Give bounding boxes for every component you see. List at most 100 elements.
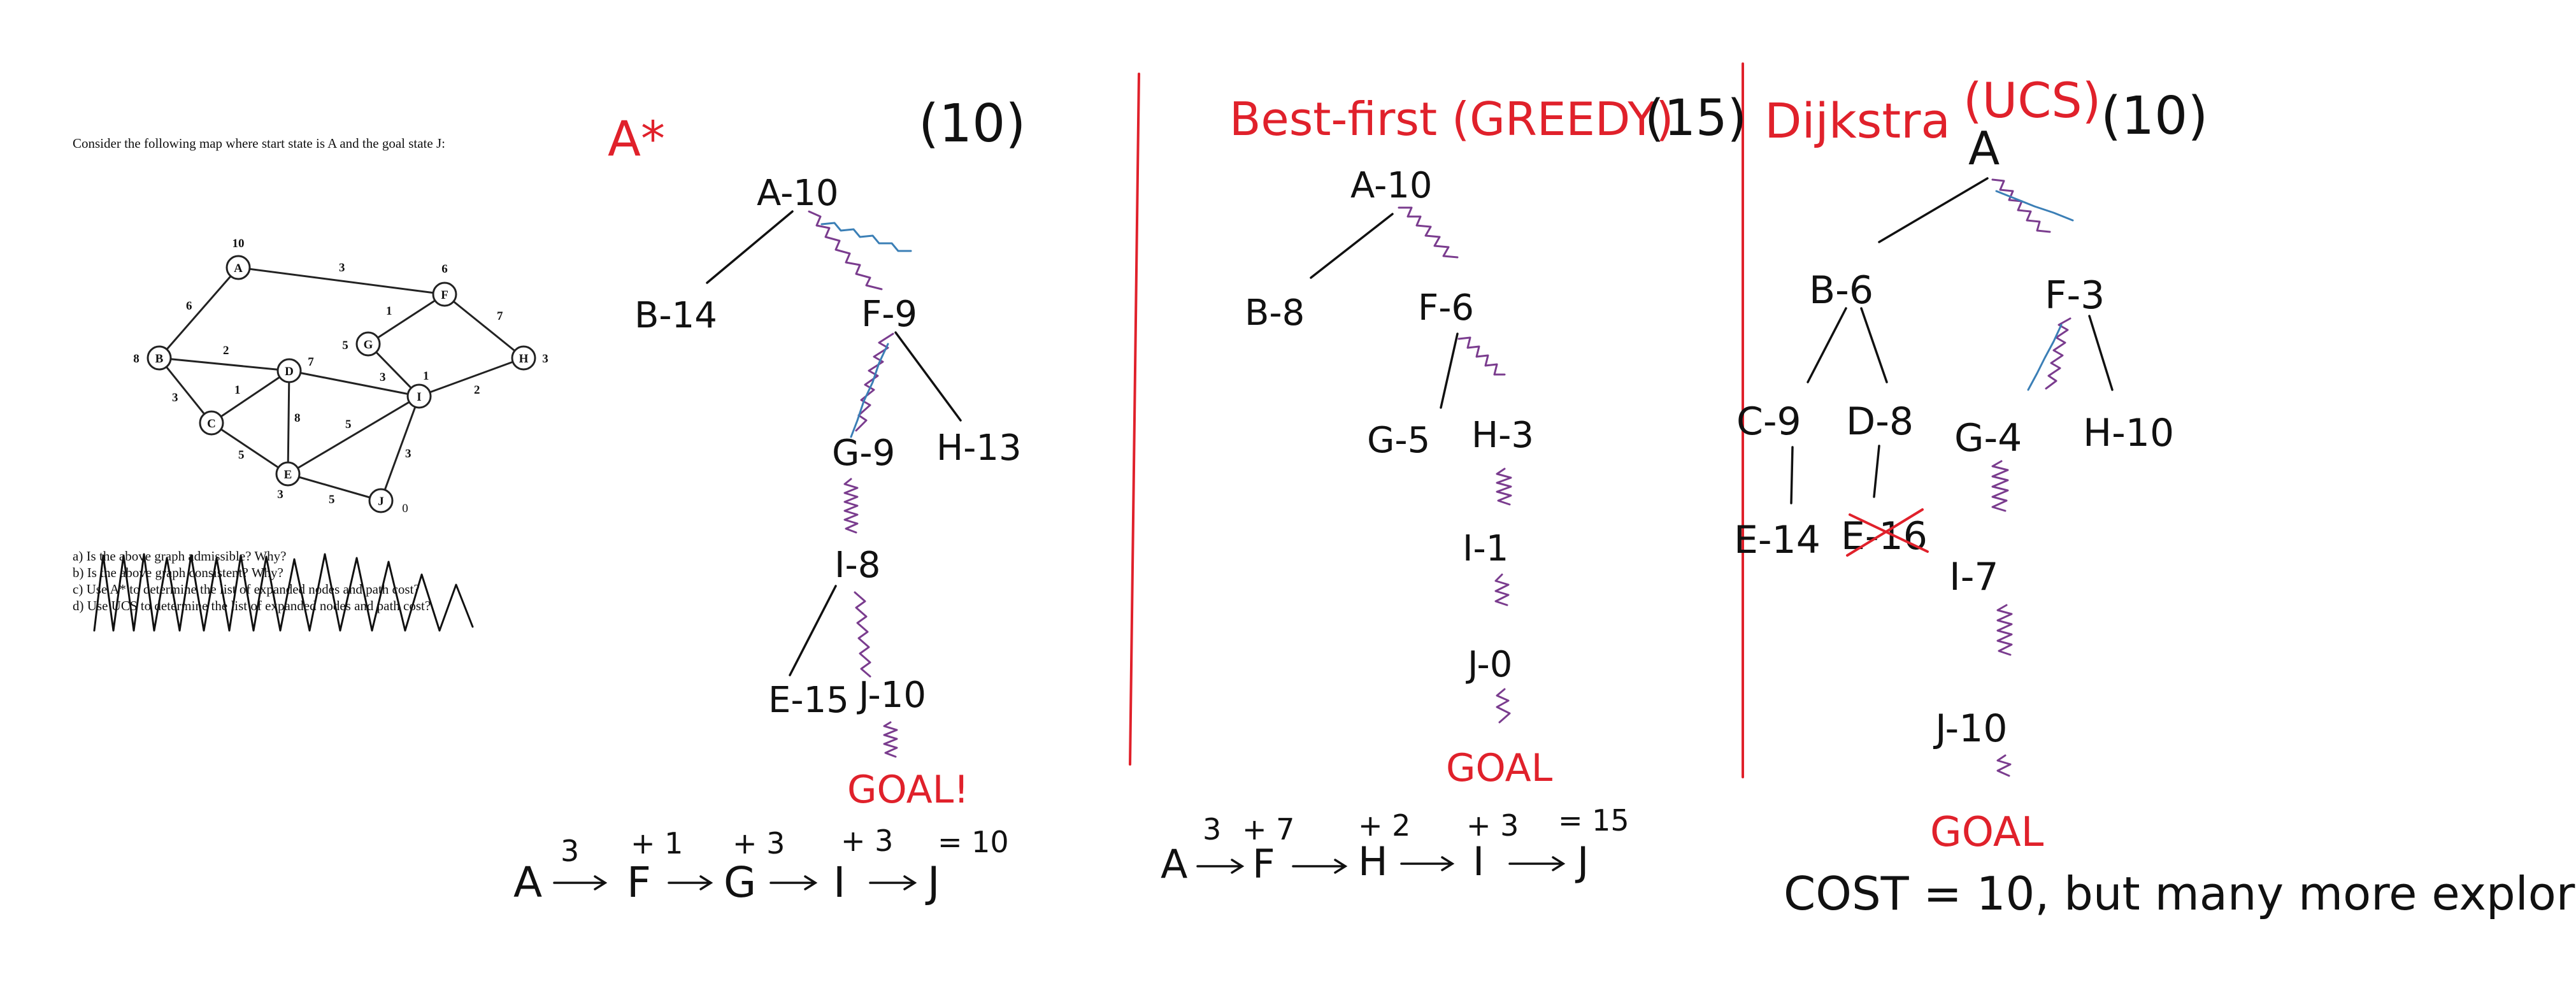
ucs-scribble-j-goal xyxy=(1996,754,2012,777)
astar-node-i: I-8 xyxy=(834,545,880,586)
astar-cost-0: 3 xyxy=(561,834,579,868)
greedy-scribble-a-f xyxy=(1398,206,1459,259)
astar-cost-2: + 3 xyxy=(733,826,785,861)
graph-nodes: A 10 B 8 C D 7 E 3 xyxy=(133,237,548,515)
greedy-title: Best-first (GREEDY) xyxy=(1229,92,1673,146)
heuristic-g: 5 xyxy=(342,339,348,352)
astar-edge-f-h xyxy=(894,331,962,422)
edge-f-g xyxy=(368,293,445,345)
graph-node-a: A 10 xyxy=(225,237,251,280)
ucs-scribble-a-f-blue xyxy=(1995,190,2074,222)
ucs-title: Dijkstra xyxy=(1764,92,1950,149)
astar-edge-i-e xyxy=(789,585,837,676)
ucs-panel: Dijkstra (UCS) (10) A B-6 F-3 C-9 D-8 G-… xyxy=(1734,72,2576,920)
edge-e-j xyxy=(287,473,382,502)
ucs-node-i: I-7 xyxy=(1949,555,1999,599)
greedy-path-i: I xyxy=(1473,838,1484,885)
weight-f-h: 7 xyxy=(497,310,503,323)
weight-a-b: 6 xyxy=(186,299,192,313)
astar-cost-3: + 3 xyxy=(841,824,893,858)
svg-text:I: I xyxy=(417,390,421,404)
ucs-node-d: D-8 xyxy=(1846,399,1914,444)
astar-scribble-a-f-blue xyxy=(820,222,912,252)
greedy-node-f: F-6 xyxy=(1418,287,1474,329)
heuristic-a: 10 xyxy=(233,237,245,250)
ucs-node-f: F-3 xyxy=(2045,273,2105,318)
weight-a-f: 3 xyxy=(339,261,345,275)
astar-path-i: I xyxy=(833,858,845,907)
ucs-edge-f-h xyxy=(2088,315,2114,391)
greedy-cost-0: 3 xyxy=(1203,812,1221,847)
ucs-scribble-a-f xyxy=(1991,178,2051,233)
edge-a-f xyxy=(238,266,445,296)
edge-c-e xyxy=(211,422,289,475)
astar-path-f: F xyxy=(627,858,651,907)
astar-title: A* xyxy=(608,110,665,167)
ucs-node-j: J-10 xyxy=(1933,706,2008,751)
astar-cost-4: = 10 xyxy=(938,825,1009,859)
ucs-tree: A B-6 F-3 C-9 D-8 G-4 H-10 E-14 E-16 I-7… xyxy=(1734,122,2174,751)
heuristic-h: 3 xyxy=(542,352,548,366)
greedy-path-costs: 3 + 7 + 2 + 3 = 15 xyxy=(1203,803,1629,847)
heuristic-b: 8 xyxy=(133,352,140,366)
weight-d-e: 8 xyxy=(294,411,301,425)
graph-node-i: I xyxy=(406,383,432,409)
graph-node-h: H 3 xyxy=(511,345,548,371)
greedy-cost-3: + 3 xyxy=(1466,808,1519,843)
question-intro: Consider the following map where start s… xyxy=(73,136,445,151)
edge-f-h xyxy=(444,293,524,359)
ucs-scribble-g-i xyxy=(1991,460,2009,512)
astar-path-g: G xyxy=(724,858,756,907)
graph-node-e: E 3 xyxy=(275,461,301,501)
greedy-path-f: F xyxy=(1252,841,1275,887)
weight-d-i: 1 xyxy=(423,369,429,383)
ucs-node-g: G-4 xyxy=(1954,416,2022,461)
svg-text:F: F xyxy=(441,289,448,302)
astar-scribble-i-j xyxy=(854,591,871,678)
svg-text:J: J xyxy=(378,495,384,508)
greedy-scribble-h-i xyxy=(1496,468,1512,506)
greedy-goal: GOAL xyxy=(1446,746,1553,790)
edge-d-i xyxy=(289,369,420,397)
greedy-node-j: J-0 xyxy=(1466,644,1512,685)
weight-b-c: 3 xyxy=(172,391,178,404)
astar-scribble-a-f xyxy=(808,210,883,290)
astar-path: 3 + 1 + 3 + 3 = 10 A F G I J xyxy=(513,824,1009,907)
graph-node-g: G 5 xyxy=(342,331,381,357)
greedy-scribble-i-j xyxy=(1494,573,1510,606)
ucs-edge-d-e xyxy=(1873,445,1880,498)
astar-node-a: A-10 xyxy=(757,173,839,214)
ucs-edge-b-c xyxy=(1807,307,1847,383)
edge-d-e xyxy=(287,370,290,475)
astar-node-h: H-13 xyxy=(936,427,1022,469)
heuristic-f: 6 xyxy=(441,262,448,276)
edge-i-j xyxy=(380,396,420,501)
greedy-path: 3 + 7 + 2 + 3 = 15 A F H I J xyxy=(1161,803,1629,887)
weight-g-i: 3 xyxy=(380,371,386,384)
ucs-cross-out-e16 xyxy=(1846,508,1929,557)
greedy-path-h: H xyxy=(1358,838,1388,885)
weight-e-j: 5 xyxy=(329,493,335,506)
greedy-node-g: G-5 xyxy=(1367,420,1430,461)
greedy-cost-2: + 2 xyxy=(1358,808,1410,843)
astar-edge-a-b xyxy=(706,210,794,284)
svg-text:H: H xyxy=(519,352,529,366)
graph-node-c: C xyxy=(199,410,224,436)
astar-scribble-f-g-blue xyxy=(850,343,889,438)
ucs-node-h: H-10 xyxy=(2083,411,2174,455)
ucs-node-a: A xyxy=(1968,122,2000,175)
astar-scribble-f-g xyxy=(855,332,894,432)
weight-h-i: 2 xyxy=(474,383,480,397)
ucs-goal: GOAL xyxy=(1930,809,2044,856)
svg-text:E: E xyxy=(284,468,292,482)
greedy-tree: A-10 B-8 F-6 G-5 H-3 I-1 J-0 xyxy=(1245,165,1534,685)
greedy-scribble-f-h xyxy=(1457,336,1506,376)
greedy-cost-4: = 15 xyxy=(1558,803,1629,838)
question-item-b: b) Is the above graph consistent? Why? xyxy=(73,565,283,580)
greedy-edge-f-g xyxy=(1440,332,1459,409)
zigzag-scribble xyxy=(93,553,474,632)
graph-node-b: B 8 xyxy=(133,345,172,371)
astar-cost-1: + 1 xyxy=(631,826,683,861)
ucs-scribble-f-g xyxy=(2045,317,2072,390)
